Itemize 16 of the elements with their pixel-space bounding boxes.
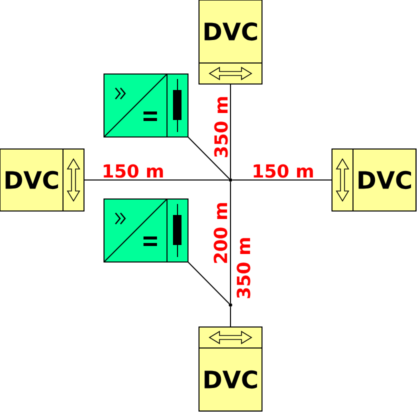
cable-line [230,84,231,179]
length-label: 350 m [236,238,250,298]
device-box: DVC [0,148,84,212]
cable-line [230,181,231,304]
device-box: DVC [198,326,262,412]
cable-line [188,136,230,180]
cable-line [188,262,230,304]
edge-label: 150 m [104,164,163,178]
edge-label: 350 m [214,97,228,158]
device-box: DVC [198,0,262,84]
edge-label: 150 m [254,164,313,178]
converter-box [104,198,188,262]
converter-box [104,74,188,138]
edge-label: 200 m [214,203,228,263]
cable-line [230,306,231,328]
device-box: DVC [332,148,416,212]
